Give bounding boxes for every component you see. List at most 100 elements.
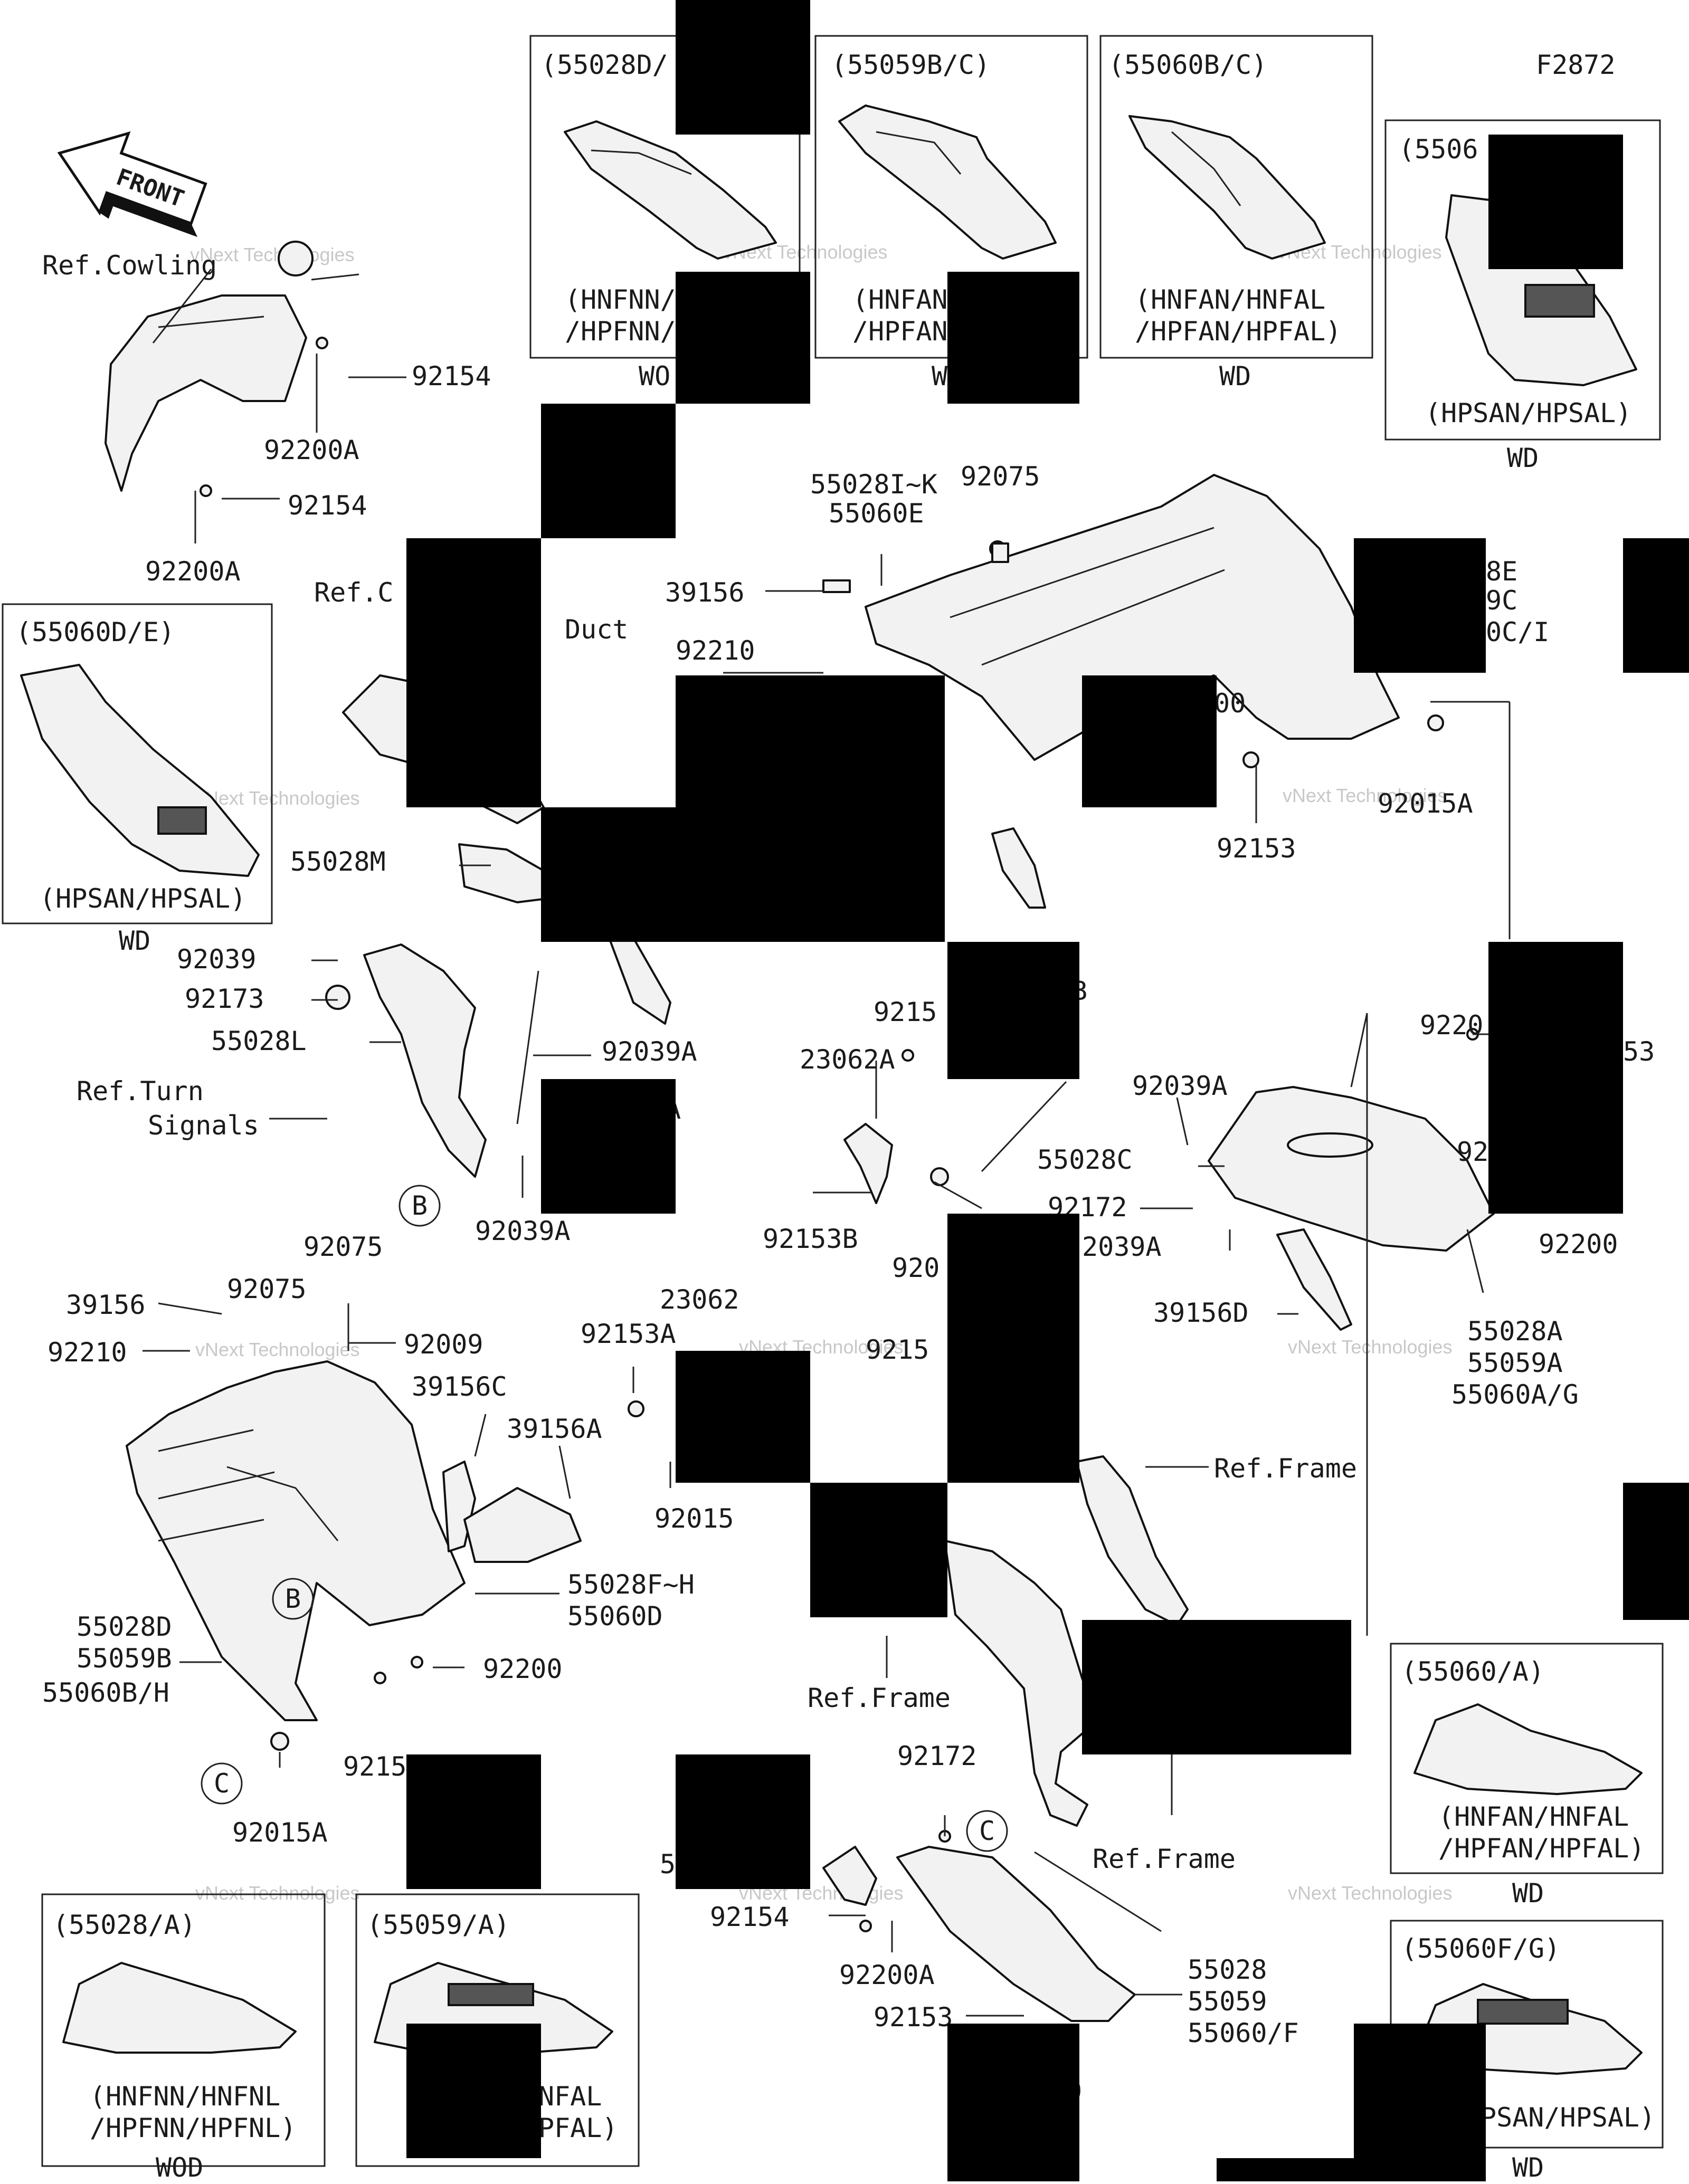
part-label-ref-frame-b: Ref.Frame	[808, 1683, 951, 1713]
part-label-p-9215: 9215	[874, 997, 937, 1027]
part-label-ref-frame-c: Ref.Frame	[1093, 1844, 1236, 1874]
frame-part	[944, 1540, 1099, 1827]
part-label-ref-frame-a: Ref.Frame	[1214, 1453, 1357, 1484]
part-label-p-92039A-b: 92039A	[475, 1216, 571, 1246]
svg-text:WD: WD	[1219, 361, 1251, 392]
watermark: vNext Technologies	[1283, 785, 1447, 806]
svg-text:WO: WO	[639, 361, 670, 392]
part-label-p-920: 920	[892, 1253, 940, 1283]
part-label-p-55028A: 55028A	[1467, 1316, 1563, 1347]
svg-text:WD: WD	[119, 926, 150, 956]
part-label-p-55059: 55059	[1188, 1986, 1267, 2017]
bracket-part	[843, 1123, 893, 1204]
part-label-p-0CI: 0C/I	[1486, 617, 1549, 647]
leader-lines	[143, 269, 1520, 2017]
svg-text:(5506: (5506	[1399, 134, 1478, 165]
part-label-p-5: 5	[660, 1849, 676, 1880]
watermark: vNext Technologies	[195, 1882, 360, 1904]
part-label-p-92039A-a: 92039A	[602, 1036, 697, 1067]
svg-text:/HPFNN/: /HPFNN/	[565, 316, 676, 347]
part-label-p-92172-b: 92172	[897, 1741, 977, 1771]
part-label-p-9220: 9220	[1420, 1010, 1483, 1041]
callout-b-lower: B	[285, 1584, 301, 1614]
part-label-p-55028C: 55028C	[1037, 1145, 1133, 1175]
part-label-p-92200-r: 92200	[1539, 1229, 1618, 1260]
part-label-p-55060F: 55060/F	[1188, 2018, 1299, 2048]
part-label-p-8E: 8E	[1486, 556, 1517, 587]
upper-fairing-part	[865, 474, 1400, 761]
svg-text:(55060B/C): (55060B/C)	[1108, 50, 1267, 80]
part-label-p-39156D: 39156D	[1153, 1298, 1249, 1328]
part-label-p-53: 53	[1623, 1036, 1655, 1067]
part-label-p-55060D: 55060D	[567, 1601, 663, 1632]
cowling-parts	[105, 241, 1495, 2045]
part-label-p-92015: 92015	[654, 1503, 734, 1534]
svg-text:(HNFNN/HNFNL: (HNFNN/HNFNL	[90, 2081, 280, 2112]
part-label-p-39156A: 39156A	[507, 1414, 602, 1444]
svg-text:(HPSAN/HPSAL): (HPSAN/HPSAL)	[1425, 398, 1631, 428]
part-label-p-92200A-a: 92200A	[264, 435, 359, 465]
svg-text:PSAN/HPSAL): PSAN/HPSAL)	[1481, 2102, 1655, 2133]
inset-55060A: (55060/A) (HNFAN/HNFAL /HPFAN/HPFAL) WD	[1390, 1643, 1664, 1909]
part-label-p-9C: 9C	[1486, 585, 1517, 616]
callouts: B B C C	[201, 1185, 1008, 1852]
side-cowl-left-part	[363, 943, 487, 1178]
watermark: vNext Technologies	[195, 1339, 360, 1360]
svg-text:(HNFNN/: (HNFNN/	[565, 284, 676, 315]
part-label-p-55060BH: 55060B/H	[42, 1677, 169, 1708]
svg-text:(55059/A): (55059/A)	[367, 1910, 510, 1940]
callout-b-left: B	[412, 1190, 428, 1221]
watermark: vNext Technologies	[1288, 1882, 1453, 1904]
part-label-p-9215-c: 9215	[343, 1751, 406, 1782]
diagram-code: F2872	[1536, 50, 1616, 80]
part-label-p-2039A: 2039A	[1082, 1232, 1162, 1262]
lower-cowl-left-part	[126, 1360, 466, 1721]
part-label-p-23062A: 23062A	[800, 1044, 895, 1075]
part-label-p-55028D: 55028D	[77, 1611, 172, 1642]
svg-text:(HPSAN/HPSAL): (HPSAN/HPSAL)	[40, 883, 246, 914]
inset-55060BC: (55060B/C) (HNFAN/HNFAL /HPFAN/HPFAL) WD	[1099, 35, 1373, 392]
part-label-p-92009: 92009	[404, 1329, 483, 1360]
part-label-p-55028: 55028	[1188, 1954, 1267, 1985]
svg-text:/HPFNN/HPFNL): /HPFNN/HPFNL)	[90, 2113, 296, 2143]
svg-text:(HNFAN/HNFAL: (HNFAN/HNFAL	[1438, 1801, 1629, 1832]
part-label-p-55028IK: 55028I~K	[810, 469, 937, 500]
part-label-p-55059A: 55059A	[1467, 1348, 1563, 1378]
part-label-ref-turn-1: Ref.Turn	[77, 1076, 204, 1107]
part-label-ref-turn-2: Signals	[148, 1110, 259, 1141]
redaction-blocks	[406, 0, 1689, 2181]
part-label-p-39156-a: 39156	[665, 577, 745, 608]
svg-text:WD: WD	[1507, 443, 1539, 473]
part-label-p-55059B: 55059B	[77, 1643, 172, 1674]
svg-text:(55028D/: (55028D/	[541, 50, 668, 80]
ref-cowling-part	[105, 294, 307, 492]
part-label-p-92200A-b: 92200A	[145, 556, 241, 587]
watermark: vNext Technologies	[1288, 1336, 1453, 1358]
part-label-ref-c: Ref.C	[314, 577, 394, 608]
part-label-p-92075-c: 92075	[227, 1274, 307, 1304]
part-label-p-55060E: 55060E	[829, 498, 924, 529]
part-label-p-55028FH: 55028F~H	[567, 1569, 695, 1600]
inset-55060DE: (55060D/E) (HPSAN/HPSAL) WD	[2, 603, 273, 956]
part-label-p-92210-a: 92210	[676, 635, 755, 666]
part-label-p-39156-b: 39156	[66, 1290, 146, 1320]
part-label-p-9215-b: 9215	[866, 1334, 929, 1365]
side-cowl-right-part	[1208, 1086, 1495, 1252]
part-label-p-55028L: 55028L	[211, 1026, 307, 1056]
svg-text:WOD: WOD	[156, 2152, 203, 2181]
front-arrow: FRONT	[57, 131, 207, 237]
part-label-p-92015A-a: 92015A	[1378, 788, 1473, 819]
part-label-p-92200: 92200	[483, 1654, 563, 1684]
part-label-p-92154-a: 92154	[412, 361, 491, 392]
watermarks: vNext Technologies vNext Technologies vN…	[190, 241, 1453, 1904]
part-label-p-92075-b: 92075	[303, 1232, 383, 1262]
svg-text:(55060F/G): (55060F/G)	[1401, 1933, 1560, 1964]
svg-text:W: W	[932, 361, 948, 392]
svg-text:WD: WD	[1512, 2152, 1544, 2181]
svg-text:WD: WD	[1512, 1878, 1544, 1909]
inset-55059BC: (55059B/C) (HNFAN /HPFAN W	[814, 35, 1088, 392]
part-label-p-92039A-c: 92039A	[1132, 1071, 1228, 1101]
part-label-p-39156C: 39156C	[412, 1371, 507, 1402]
part-label-p-92153A: 92153A	[581, 1319, 676, 1349]
part-label-p-92075-a: 92075	[961, 461, 1040, 492]
